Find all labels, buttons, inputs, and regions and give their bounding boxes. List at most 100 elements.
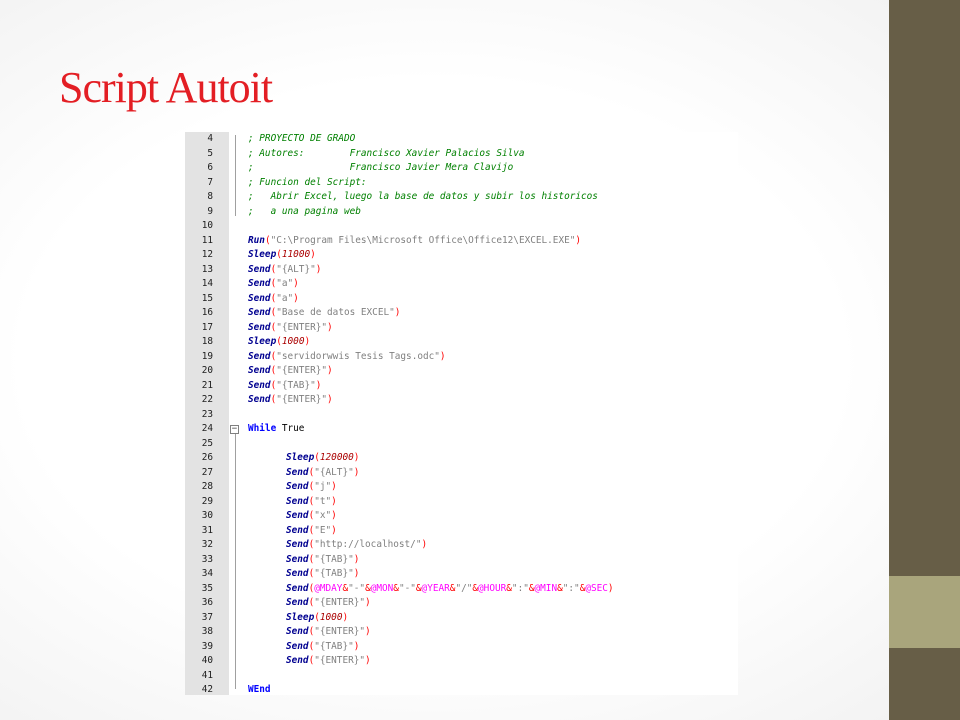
code-token-func: Send	[286, 495, 309, 507]
code-text: Send("{TAB}")	[248, 379, 321, 394]
code-token-str: "x"	[314, 510, 332, 521]
decorative-band-dark-bottom	[889, 648, 960, 720]
code-token-op: &	[393, 582, 399, 594]
code-token-str: "{ENTER}"	[276, 394, 328, 405]
code-token-func: Send	[248, 263, 271, 275]
code-text: ; a una pagina web	[248, 205, 361, 220]
code-token-func: Send	[286, 597, 309, 608]
code-text: Send("a")	[248, 292, 299, 307]
code-token-func: Sleep	[248, 336, 277, 347]
code-token-op: &	[528, 582, 535, 594]
code-token-par: (	[270, 321, 277, 333]
line-number: 41	[201, 669, 213, 681]
code-token-comment: ; a una pagina web	[248, 205, 361, 217]
line-number: 26	[201, 452, 213, 463]
code-token-par: )	[331, 481, 337, 492]
code-token-op: &	[449, 582, 456, 594]
code-line: 7; Funcion del Script:	[185, 176, 738, 191]
line-number: 12	[201, 249, 213, 260]
line-number: 6	[207, 162, 213, 173]
code-token-par: (	[308, 510, 315, 521]
code-token-par: (	[308, 655, 315, 666]
code-text: Send("j")	[286, 480, 337, 495]
code-token-str: "C:\Program Files\Microsoft Office\Offic…	[270, 234, 576, 246]
line-number: 33	[201, 553, 213, 565]
code-token-par: (	[314, 452, 320, 463]
code-token-comment: ; Autores: Francisco Xavier Palacios Sil…	[248, 147, 525, 159]
code-token-par: (	[270, 292, 277, 304]
code-text: Sleep(11000)	[248, 248, 316, 263]
code-text: Send("{ENTER}")	[248, 393, 333, 408]
code-line: 12 Sleep(11000)	[185, 248, 738, 263]
line-number: 40	[201, 655, 213, 666]
line-number: 20	[201, 365, 213, 376]
code-line: 40 Send("{ENTER}")	[185, 654, 738, 669]
code-line: 9; a una pagina web	[185, 205, 738, 220]
code-token-par: (	[308, 466, 315, 478]
code-token-par: (	[270, 394, 277, 405]
code-token-par: )	[327, 365, 333, 376]
code-token-par: )	[293, 278, 299, 289]
code-token-par: )	[439, 350, 446, 362]
code-token-str: "{ENTER}"	[276, 321, 328, 333]
code-text: ; Funcion del Script:	[248, 176, 367, 191]
fold-collapse-icon: −	[230, 424, 239, 434]
code-token-comment: ; Abrir Excel, luego la base de datos y …	[248, 191, 598, 202]
code-token-num: 1000	[281, 336, 305, 347]
code-token-par: (	[276, 249, 282, 260]
code-token-str: "{TAB}"	[314, 640, 354, 652]
code-token-par: )	[353, 640, 360, 652]
code-token-par: )	[342, 611, 349, 623]
code-text: Send("{ENTER}")	[286, 654, 371, 669]
code-token-str: "a"	[276, 292, 294, 304]
line-number: 15	[201, 292, 213, 304]
code-token-par: )	[421, 539, 428, 550]
code-text: ; Abrir Excel, luego la base de datos y …	[248, 190, 598, 205]
code-token-par: (	[308, 539, 315, 550]
code-token-str: "E"	[314, 524, 332, 536]
code-token-num: 1000	[319, 611, 343, 623]
code-token-str: ":"	[562, 582, 580, 594]
code-token-par: (	[314, 611, 320, 623]
code-token-op: &	[415, 582, 422, 594]
line-number: 16	[201, 307, 213, 318]
line-number: 11	[201, 234, 213, 246]
line-number: 17	[201, 321, 213, 333]
code-text: Send(@MDAY&"-"&@MON&"-"&@YEAR&"/"&@HOUR&…	[286, 582, 614, 597]
code-token-op: &	[472, 582, 479, 594]
code-line: 15 Send("a")	[185, 292, 738, 307]
code-token-func: Send	[286, 524, 309, 536]
code-text: ; PROYECTO DE GRADO	[248, 132, 355, 147]
code-token-func: Send	[286, 481, 309, 492]
code-text: Send("x")	[286, 509, 337, 524]
code-token-func: Send	[286, 640, 309, 652]
code-token-func: Send	[286, 626, 309, 637]
code-token-str: "j"	[314, 481, 332, 492]
code-token-str: "{ENTER}"	[276, 365, 328, 376]
code-token-str: "http://localhost/"	[314, 539, 422, 550]
code-token-str: "{TAB}"	[314, 553, 354, 565]
code-text: Send("{TAB}")	[286, 553, 359, 568]
code-token-str: "Base de datos EXCEL"	[276, 307, 395, 318]
decorative-band-light	[889, 576, 960, 648]
code-token-op: &	[506, 582, 512, 594]
code-line: 4; PROYECTO DE GRADO	[185, 132, 738, 147]
code-text: While True	[248, 422, 304, 437]
code-token-str: "{ENTER}"	[314, 626, 366, 637]
code-token-macro: @MIN	[534, 582, 558, 594]
code-token-par: (	[270, 307, 277, 318]
code-token-par: )	[331, 510, 337, 521]
code-token-par: (	[308, 582, 315, 594]
code-token-func: Send	[286, 553, 309, 565]
code-text: Send("t")	[286, 495, 337, 510]
code-text: Send("{ENTER}")	[286, 596, 371, 611]
